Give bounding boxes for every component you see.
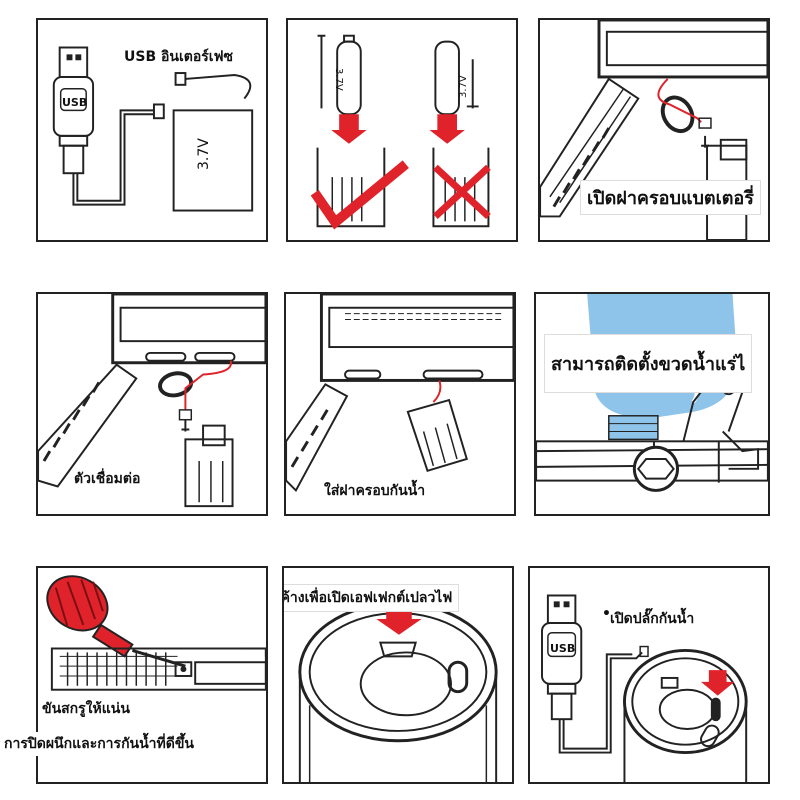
open-cover-caption: เปิดฝาครอบแบตเตอรี่	[580, 180, 761, 215]
panel-waterproof-cover: ใส่ฝาครอบกันน้ำ	[284, 292, 516, 516]
panel-open-battery-cover: เปิดฝาครอบแบตเตอรี่	[538, 18, 770, 242]
panel-usb-interface: USB อินเตอร์เฟซ USB 3.7V	[36, 18, 268, 242]
water-bottle-illustration	[536, 294, 768, 492]
usb-cable-illustration	[52, 46, 254, 212]
battery-ok-label: 3.7V	[333, 68, 344, 91]
usb-text-2: USB	[550, 642, 576, 655]
panel-water-bottle: สามารถติดตั้งขวดน้ำแร่ไ	[534, 292, 770, 516]
connector-caption: ตัวเชื่อมต่อ	[74, 471, 141, 487]
screwdriver-illustration	[46, 575, 266, 691]
waterproof-cover-caption: ใส่ฝาครอบกันน้ำ	[324, 483, 426, 499]
panel-waterproof-plug: เปิดปลั๊กกันน้ำ USB •	[528, 566, 770, 784]
battery-orientation-illustration	[310, 34, 491, 230]
sealing-caption: การปิดผนึกและการกันน้ำที่ดีขึ้น	[0, 732, 199, 756]
tighten-screws-caption: ขันสกรูให้แน่น	[38, 698, 134, 720]
panel-flame-effect: กดค้างเพื่อเปิดเอฟเฟกต์เปลวไฟ	[282, 566, 514, 784]
battery-bad-label: 3.7V	[458, 75, 469, 98]
usb-text: USB	[62, 96, 88, 109]
panel-connector: ตัวเชื่อมต่อ	[36, 292, 268, 516]
flame-effect-caption: กดค้างเพื่อเปิดเอฟเฟกต์เปลวไฟ	[284, 584, 460, 612]
battery-voltage-label: 3.7V	[196, 138, 212, 170]
connector-illustration	[38, 294, 266, 508]
bullet-dot: •	[602, 606, 611, 622]
waterproof-cover-illustration	[286, 294, 514, 493]
usb-interface-label: USB อินเตอร์เฟซ	[124, 49, 233, 65]
flame-button-illustration	[298, 601, 498, 782]
waterproof-plug-caption: เปิดปลั๊กกันน้ำ	[610, 611, 695, 627]
water-bottle-caption: สามารถติดตั้งขวดน้ำแร่ไ	[544, 334, 753, 393]
panel-battery-orientation: 3.7V 3.7V	[286, 18, 518, 242]
waterproof-plug-illustration	[541, 594, 748, 782]
